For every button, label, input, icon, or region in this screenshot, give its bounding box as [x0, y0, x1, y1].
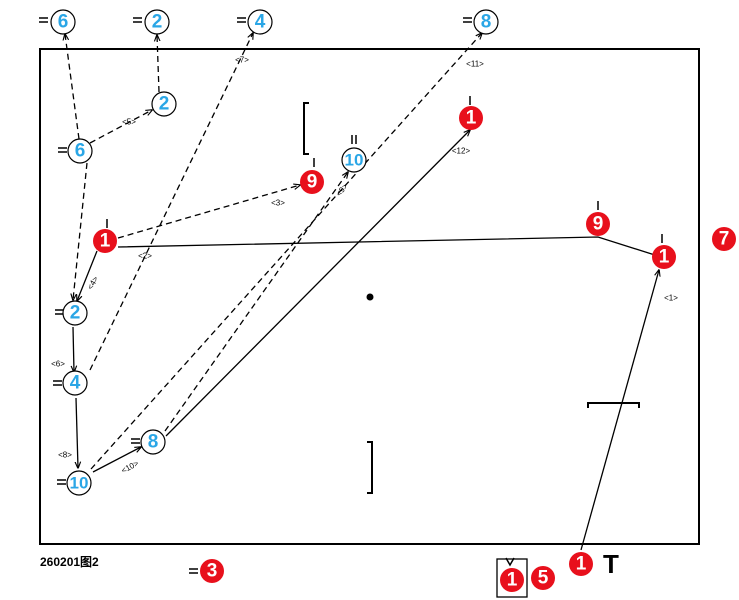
pass-line	[580, 270, 659, 551]
sequence-label: <7>	[235, 56, 249, 65]
player-b4-left[interactable]: 4	[62, 370, 88, 396]
center-spot	[366, 293, 374, 301]
sequence-label: <2>	[138, 252, 152, 261]
player-number: 1	[466, 108, 477, 129]
player-number: 6	[58, 12, 69, 33]
pass-line	[73, 326, 74, 372]
sequence-label: <1>	[664, 294, 678, 303]
player-number: 2	[70, 303, 81, 324]
player-number: 1	[659, 247, 670, 268]
sequence-label: <10>	[120, 459, 141, 476]
player-number: 2	[152, 12, 163, 33]
pass-line	[76, 397, 78, 468]
player-number: 10	[345, 151, 364, 170]
pass-line	[77, 250, 98, 301]
player-r9-right[interactable]: 9	[586, 212, 610, 236]
player-b2-left[interactable]: 2	[62, 300, 88, 326]
player-number: 9	[593, 214, 604, 235]
run-line	[73, 162, 88, 300]
timeout-symbol: T	[603, 549, 619, 579]
player-b6-top[interactable]: 6	[50, 9, 76, 35]
player-number: 5	[538, 568, 549, 589]
figure-caption: 260201图2	[40, 555, 99, 569]
player-r1-box[interactable]: 1	[500, 568, 524, 592]
player-r1-bottom[interactable]: 1	[569, 552, 593, 576]
player-r7-out[interactable]: 7	[712, 227, 736, 251]
sequence-label: <8>	[58, 451, 72, 460]
run-lines	[65, 33, 482, 470]
player-r1-left[interactable]: 1	[93, 229, 117, 253]
player-number: 8	[481, 12, 492, 33]
player-b6-mid[interactable]: 6	[67, 138, 93, 164]
player-b2-top[interactable]: 2	[144, 9, 170, 35]
player-number: 10	[70, 474, 89, 493]
player-number: 1	[100, 231, 111, 252]
player-number: 2	[159, 94, 170, 115]
player-number: 3	[207, 561, 218, 582]
sequence-label: <3>	[271, 199, 285, 208]
player-b4-top[interactable]: 4	[247, 9, 273, 35]
pass-line	[92, 447, 141, 473]
player-b2-mid[interactable]: 2	[151, 91, 177, 117]
player-number: 8	[148, 432, 159, 453]
player-number: 6	[75, 141, 86, 162]
run-line	[65, 34, 80, 140]
player-number: 1	[576, 554, 587, 575]
court-boundary	[39, 48, 700, 545]
sequence-label: <11>	[466, 60, 484, 69]
substitute-box	[496, 558, 528, 598]
run-line	[90, 33, 482, 470]
player-b8-top[interactable]: 8	[473, 9, 499, 35]
player-r1-right[interactable]: 1	[652, 245, 676, 269]
run-line	[157, 35, 159, 93]
run-line	[89, 110, 152, 144]
barrier-right	[587, 402, 640, 408]
player-r1-top[interactable]: 1	[459, 106, 483, 130]
sequence-label: <12>	[452, 147, 471, 156]
run-line	[89, 33, 253, 371]
player-r3-bottom[interactable]: 3	[200, 559, 224, 583]
sequence-label: <5>	[122, 118, 136, 127]
run-line	[164, 172, 348, 432]
sequence-label: <4>	[86, 274, 101, 291]
player-number: 4	[70, 373, 81, 394]
player-r9-mid[interactable]: 9	[300, 170, 324, 194]
player-number: 4	[255, 12, 266, 33]
sequence-label: <6>	[51, 360, 65, 369]
player-b10-mid[interactable]: 10	[341, 147, 367, 173]
pass-line	[165, 130, 470, 437]
player-b10-left[interactable]: 10	[66, 470, 92, 496]
player-r5-bottom[interactable]: 5	[531, 566, 555, 590]
player-number: 9	[307, 172, 318, 193]
player-markers	[39, 17, 663, 574]
barrier-bottom	[367, 441, 373, 494]
player-b8-left[interactable]: 8	[140, 429, 166, 455]
sequence-label: <9>	[334, 182, 350, 199]
pass-lines	[73, 130, 659, 551]
player-number: 1	[507, 570, 518, 591]
pass-line	[117, 236, 659, 257]
player-number: 7	[719, 229, 730, 250]
barrier-top	[303, 102, 309, 155]
run-line	[117, 185, 300, 239]
